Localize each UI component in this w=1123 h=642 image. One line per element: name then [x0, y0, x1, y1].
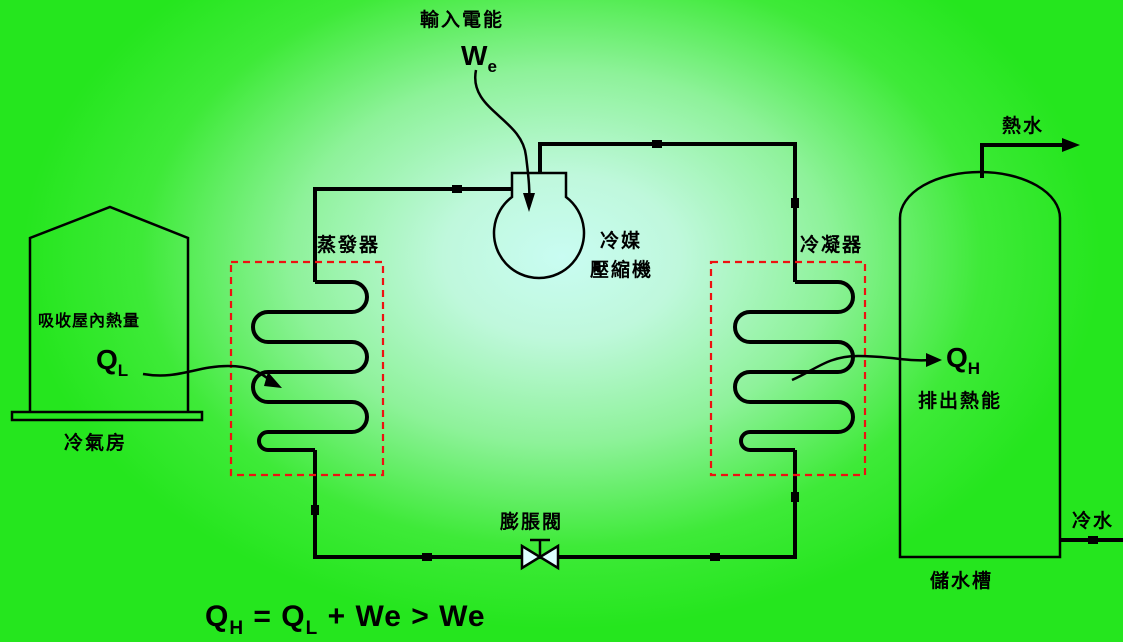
- flow-marker: [1088, 536, 1098, 544]
- hot-water-outlet-pipe: [980, 143, 1066, 178]
- compressor-label-line1: 冷媒: [600, 230, 643, 252]
- heat-released-curve: [791, 354, 931, 382]
- cold-water-label: 冷水: [1072, 510, 1115, 532]
- refrigerant-loop-pipe: [313, 142, 797, 559]
- compressor-body: [492, 171, 586, 280]
- heat-absorbed-arrow: [264, 372, 282, 388]
- power-input-arrow: [523, 193, 535, 212]
- expansion-valve-symbol: [520, 538, 560, 571]
- compressor-label-line2: 壓縮機: [590, 259, 654, 281]
- power-input-curve: [473, 69, 531, 207]
- condenser-label: 冷凝器: [800, 234, 864, 256]
- hot-water-label: 熱水: [1002, 115, 1045, 137]
- heat-absorbed-symbol: QL: [96, 344, 129, 380]
- cold-room-floor: [10, 410, 204, 422]
- evaporator-coil: [251, 280, 369, 452]
- flow-marker: [791, 198, 799, 208]
- flow-marker: [710, 553, 720, 561]
- input-power-label: 輸入電能: [420, 9, 505, 31]
- release-heat-label: 排出熱能: [918, 390, 1003, 412]
- condenser-dashed-box: [709, 260, 867, 477]
- cold-room-label: 冷氣房: [64, 432, 128, 454]
- energy-balance-formula: QH = QL + We > We: [205, 600, 486, 639]
- heat-released-arrow: [926, 353, 942, 367]
- expansion-valve-label: 膨脹閥: [500, 511, 564, 533]
- power-input-symbol: We: [461, 40, 497, 76]
- flow-marker: [422, 553, 432, 561]
- flow-marker: [311, 505, 319, 515]
- heat-released-symbol: QH: [946, 342, 981, 378]
- flow-marker: [791, 492, 799, 502]
- heat-absorbed-curve: [142, 364, 276, 386]
- flow-marker: [452, 185, 462, 193]
- hot-water-arrow: [1062, 138, 1080, 152]
- absorb-heat-label: 吸收屋內熱量: [38, 311, 141, 330]
- storage-tank-label: 儲水槽: [930, 570, 994, 592]
- evaporator-dashed-box: [229, 260, 385, 477]
- flow-marker: [652, 140, 662, 148]
- flow-markers: [311, 140, 799, 561]
- evaporator-label: 蒸發器: [317, 234, 381, 256]
- condenser-coil: [733, 280, 855, 452]
- cold-room-building: [28, 205, 190, 412]
